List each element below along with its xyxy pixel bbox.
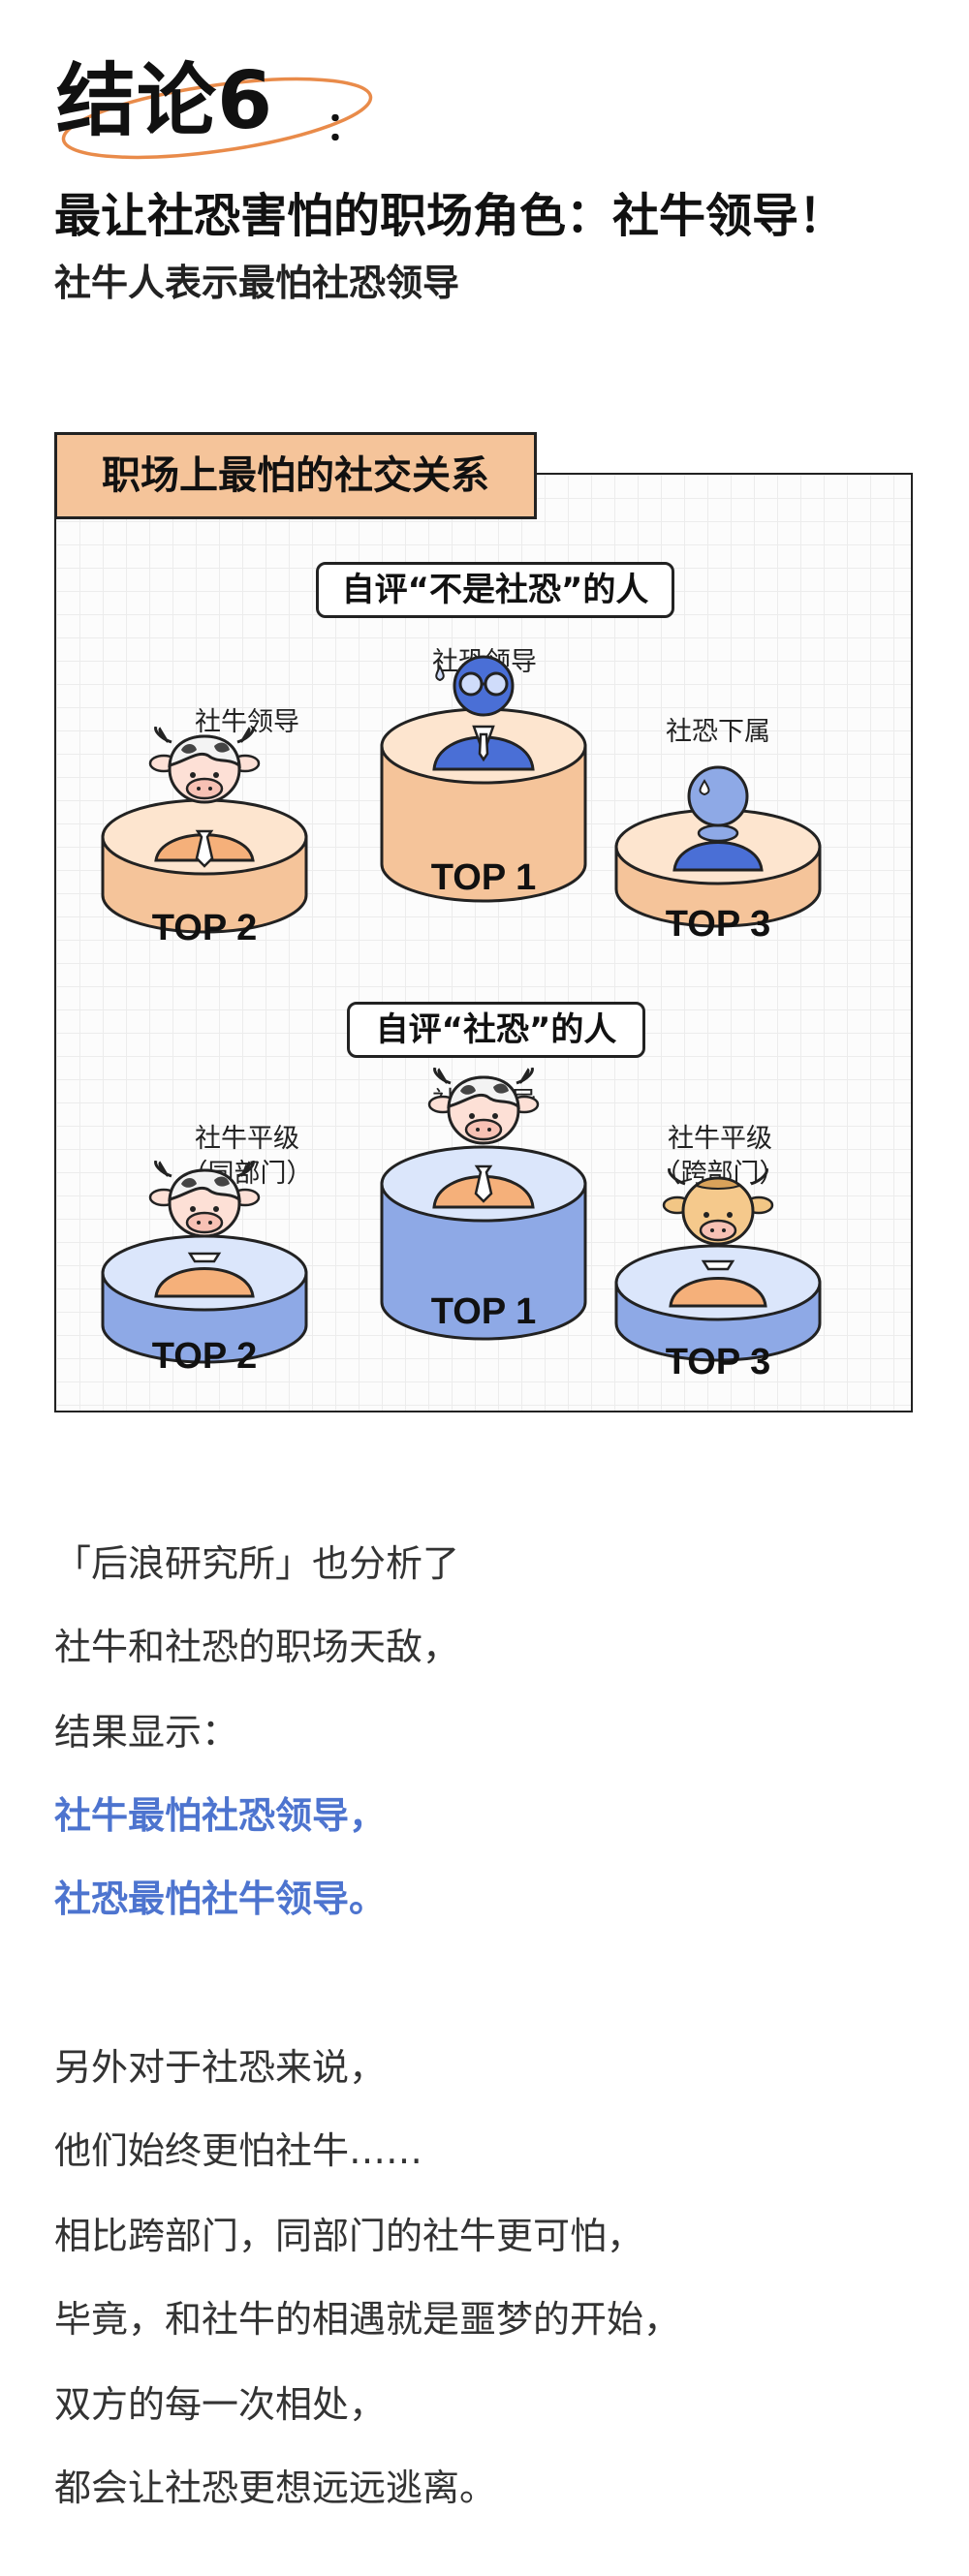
cow-manager-character [427,1068,540,1209]
role-label: 社牛平级 [195,1124,299,1154]
paragraph-line: 双方的每一次相处， [54,2383,387,2426]
rank-label: TOP 1 [431,857,536,898]
section-label-anxious: 自评“社恐”的人 [347,1002,645,1058]
podium-top3-section2 [614,1168,822,1362]
paragraph-line: 结果显示： [54,1711,239,1754]
nervous-subordinate-character [672,765,764,872]
panel-title: 职场上最怕的社交关系 [54,432,537,519]
paragraph-line: 相比跨部门，同部门的社牛更可怕， [54,2215,644,2257]
orange-oval-decoration [61,77,373,160]
paragraph-line: 「后浪研究所」也分析了 [54,1542,460,1585]
podium-top2-section1 [101,727,308,934]
role-label: 社恐下属 [666,717,770,747]
podium-diagram: TOP 2 TOP 1 TOP 3 TOP 2 TOP 1 TOP 3 [101,655,822,1382]
paragraph-line: 社牛和社恐的职场天敌， [54,1626,460,1668]
paragraph-line: 另外对于社恐来说， [54,2046,387,2089]
glasses-manager-character [432,655,535,771]
podium-top3-section1 [614,765,822,928]
subtitle-secondary: 社牛人表示最怕社恐领导 [54,262,460,304]
podium-top1-section1 [380,655,587,903]
cow-manager-character [148,727,261,868]
conclusion-heading: 结论6 ： [54,58,403,165]
highlight-line: 社恐最怕社牛领导。 [54,1878,387,1920]
section-label-not-anxious: 自评“不是社恐”的人 [316,562,674,618]
podium-top2-section2 [101,1161,308,1364]
rank-label: TOP 2 [152,1336,257,1377]
podium-top1-section2 [380,1068,587,1341]
rank-label: TOP 3 [666,904,770,945]
rank-label: TOP 3 [666,1342,770,1382]
rank-label: TOP 2 [152,908,257,948]
subtitle: 最让社恐害怕的职场角色：社牛领导！ [54,189,846,243]
cow-peer-character [148,1161,261,1298]
highlight-line: 社牛最怕社恐领导， [54,1794,387,1837]
role-label: 社牛平级 [668,1124,772,1154]
tan-cow-peer-character [662,1168,774,1308]
paragraph-line: 毕竟，和社牛的相遇就是噩梦的开始， [54,2298,681,2341]
heading-title: 结论6 [56,55,274,147]
paragraph-line: 他们始终更怕社牛…… [54,2129,423,2172]
heading-colon: ： [326,105,364,149]
paragraph-line: 都会让社恐更想远远逃离。 [54,2467,497,2509]
rank-label: TOP 1 [431,1291,536,1332]
